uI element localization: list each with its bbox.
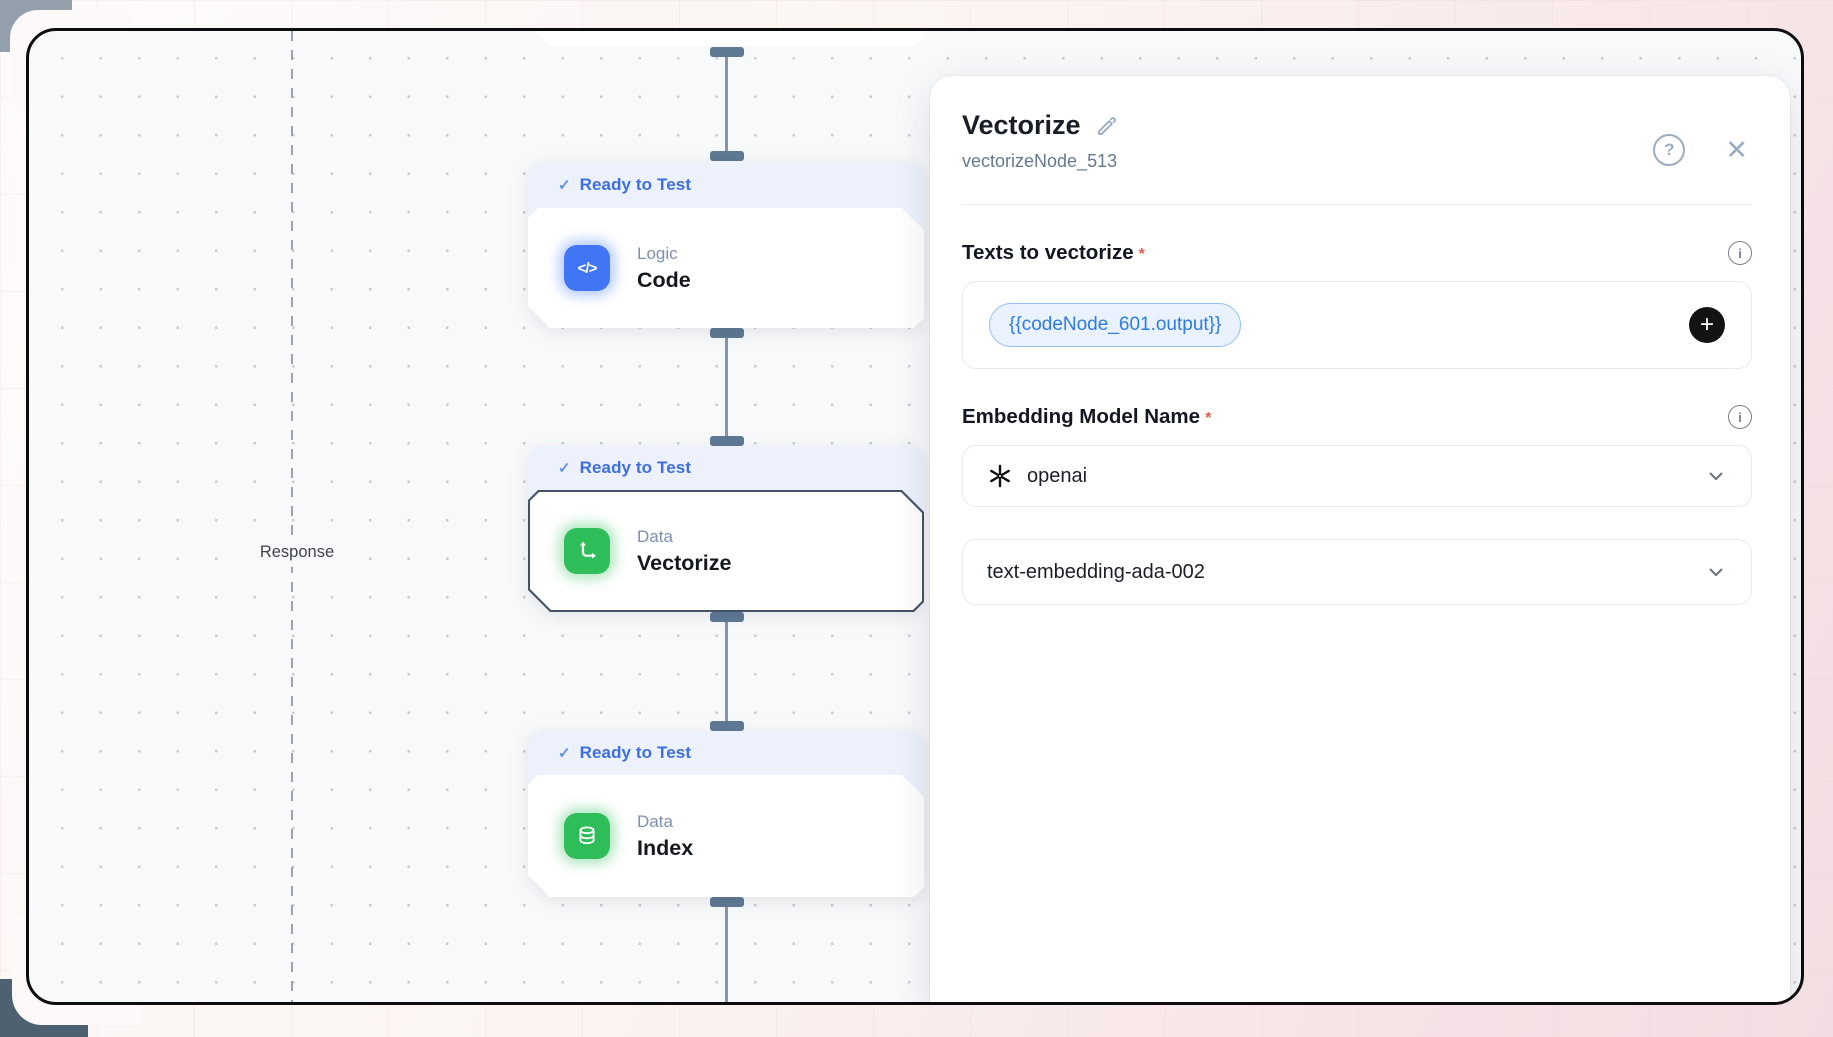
node-index[interactable]: ✓ Ready to Test Data Index [528, 731, 924, 897]
connector-handle[interactable] [710, 328, 744, 338]
node-config-panel: Vectorize vectorizeNode_513 ? ✕ [930, 76, 1790, 1002]
model-select[interactable]: text-embedding-ada-002 [962, 539, 1752, 605]
help-icon[interactable]: ? [1653, 134, 1686, 166]
connector-line [725, 52, 728, 156]
node-status-badge: ✓ Ready to Test [528, 446, 924, 490]
connector-handle[interactable] [710, 47, 744, 57]
vector-axes-icon [564, 528, 610, 574]
app-window: Response ✓ Ready to Test </> Logic Code [26, 28, 1804, 1005]
connector-line [725, 333, 728, 441]
connector-handle[interactable] [710, 436, 744, 446]
connector-handle[interactable] [710, 721, 744, 731]
node-card-selected-border[interactable]: Data Vectorize [528, 490, 924, 612]
model-value: text-embedding-ada-002 [987, 560, 1205, 583]
embedding-model-name-label: Embedding Model Name [962, 405, 1201, 428]
check-icon: ✓ [558, 460, 571, 477]
chevron-down-icon [1709, 568, 1723, 577]
texts-to-vectorize-label: Texts to vectorize [962, 241, 1134, 264]
database-icon [564, 813, 610, 859]
panel-divider [962, 204, 1752, 205]
info-icon[interactable]: i [1728, 405, 1752, 429]
connector-handle[interactable] [710, 897, 744, 907]
status-text: Ready to Test [579, 175, 692, 194]
provider-select[interactable]: openai [962, 445, 1752, 507]
status-text: Ready to Test [579, 458, 692, 477]
response-lane-dashed-line [291, 31, 293, 1002]
required-asterisk: * [1138, 246, 1145, 263]
node-category: Data [637, 526, 673, 546]
node-card[interactable]: Data Index [528, 775, 924, 897]
openai-logo-icon [987, 463, 1013, 489]
node-status-badge: ✓ Ready to Test [528, 731, 924, 775]
node-id-label: vectorizeNode_513 [962, 151, 1118, 171]
connector-handle[interactable] [710, 612, 744, 622]
chevron-down-icon [1709, 472, 1723, 481]
node-status-badge: ✓ Ready to Test [528, 162, 924, 208]
required-asterisk: * [1205, 410, 1212, 427]
variable-chip[interactable]: {{codeNode_601.output}} [989, 303, 1242, 347]
node-category: Logic [637, 243, 678, 263]
edit-title-pencil-icon[interactable] [1095, 114, 1119, 138]
node-name: Vectorize [637, 550, 732, 575]
node-card[interactable]: </> Logic Code [528, 208, 924, 328]
node-code[interactable]: ✓ Ready to Test </> Logic Code [528, 162, 924, 328]
provider-value: openai [1027, 464, 1088, 487]
add-value-button[interactable]: + [1689, 307, 1725, 343]
node-vectorize-selected[interactable]: ✓ Ready to Test Data Vectorize [528, 446, 924, 612]
node-name: Index [637, 835, 694, 860]
panel-title: Vectorize [962, 110, 1081, 140]
connector-line [725, 902, 728, 1002]
check-icon: ✓ [558, 177, 571, 194]
info-icon[interactable]: i [1728, 241, 1752, 265]
node-name: Code [637, 267, 691, 292]
node-category: Data [637, 811, 673, 831]
connector-handle[interactable] [710, 151, 744, 161]
close-icon[interactable]: ✕ [1725, 134, 1748, 165]
status-text: Ready to Test [579, 743, 692, 762]
check-icon: ✓ [558, 745, 571, 762]
connector-line [725, 617, 728, 727]
workflow-canvas[interactable]: Response ✓ Ready to Test </> Logic Code [29, 31, 1801, 1002]
response-lane-label: Response [245, 538, 349, 567]
cropped-top-node[interactable] [528, 28, 924, 46]
texts-to-vectorize-input[interactable]: {{codeNode_601.output}} + [962, 281, 1752, 369]
code-icon: </> [564, 245, 610, 291]
